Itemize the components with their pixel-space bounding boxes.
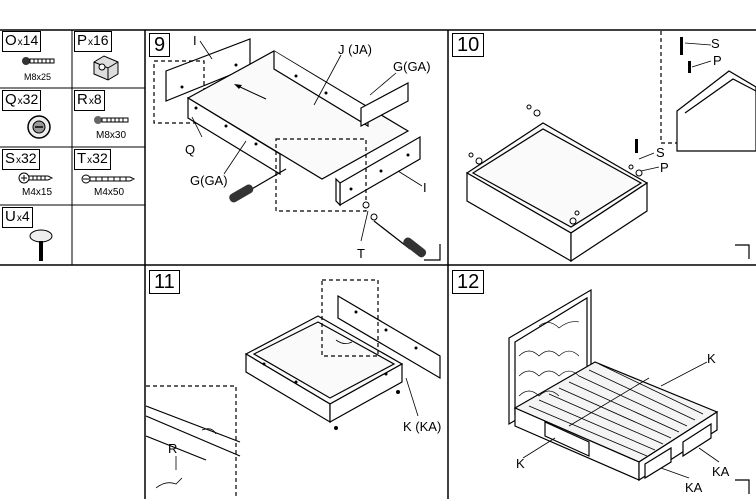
- screw-icon: [81, 174, 136, 184]
- label-K: K (KA): [403, 419, 442, 434]
- cam-lock-icon: [27, 115, 51, 139]
- part-cell-P: Px16: [72, 30, 145, 88]
- part-size: M8x25: [24, 72, 52, 82]
- label-S: S: [711, 36, 720, 51]
- part-size: M4x50: [94, 187, 125, 198]
- label-K: K: [516, 456, 525, 471]
- label-P: P: [713, 53, 722, 68]
- step-number: 10: [452, 33, 485, 57]
- step-number: 9: [149, 33, 171, 57]
- step-12-illustration: [508, 288, 750, 494]
- label-I: I: [423, 180, 427, 195]
- foot-icon: [29, 229, 53, 261]
- part-cell-U: Ux4: [0, 205, 72, 265]
- part-cell-Q: Qx32: [0, 88, 72, 147]
- step-10-illustration: [465, 31, 756, 263]
- part-tag: Px16: [74, 31, 112, 52]
- label-K: K: [707, 351, 716, 366]
- label-G: G(GA): [393, 59, 431, 74]
- part-cell-S: Sx32 M4x15: [0, 147, 72, 205]
- part-tag: Ux4: [2, 207, 33, 228]
- part-cell-T: Tx32 M4x50: [72, 147, 145, 205]
- label-T: T: [357, 246, 365, 261]
- part-tag: Qx32: [2, 90, 42, 111]
- bolt-icon: [22, 57, 55, 65]
- label-KA: KA: [685, 480, 703, 495]
- step-11-illustration: [146, 279, 441, 499]
- label-S: S: [656, 145, 665, 160]
- label-G: G(GA): [190, 173, 228, 188]
- label-R: R: [168, 441, 178, 456]
- bracket-icon: [93, 55, 119, 81]
- label-Q: Q: [185, 142, 196, 157]
- label-P: P: [660, 160, 669, 175]
- label-J: J (JA): [338, 42, 372, 57]
- part-tag: Tx32: [74, 149, 111, 170]
- part-tag: Rx8: [74, 90, 105, 111]
- step-number: 12: [452, 270, 485, 294]
- bolt-icon: [94, 116, 129, 124]
- step-9-illustration: [153, 38, 427, 258]
- label-I: I: [193, 33, 197, 48]
- part-cell-R: Rx8 M8x30: [72, 88, 145, 147]
- step-number: 11: [149, 270, 180, 294]
- part-size: M4x15: [22, 187, 53, 198]
- part-tag: Sx32: [2, 149, 40, 170]
- part-cell-O: Ox14 M8x25: [0, 30, 72, 88]
- screw-icon: [18, 172, 54, 184]
- corner-mark: [424, 244, 441, 261]
- label-KA: KA: [712, 464, 730, 479]
- part-size: M8x30: [96, 130, 127, 141]
- part-tag: Ox14: [2, 31, 42, 52]
